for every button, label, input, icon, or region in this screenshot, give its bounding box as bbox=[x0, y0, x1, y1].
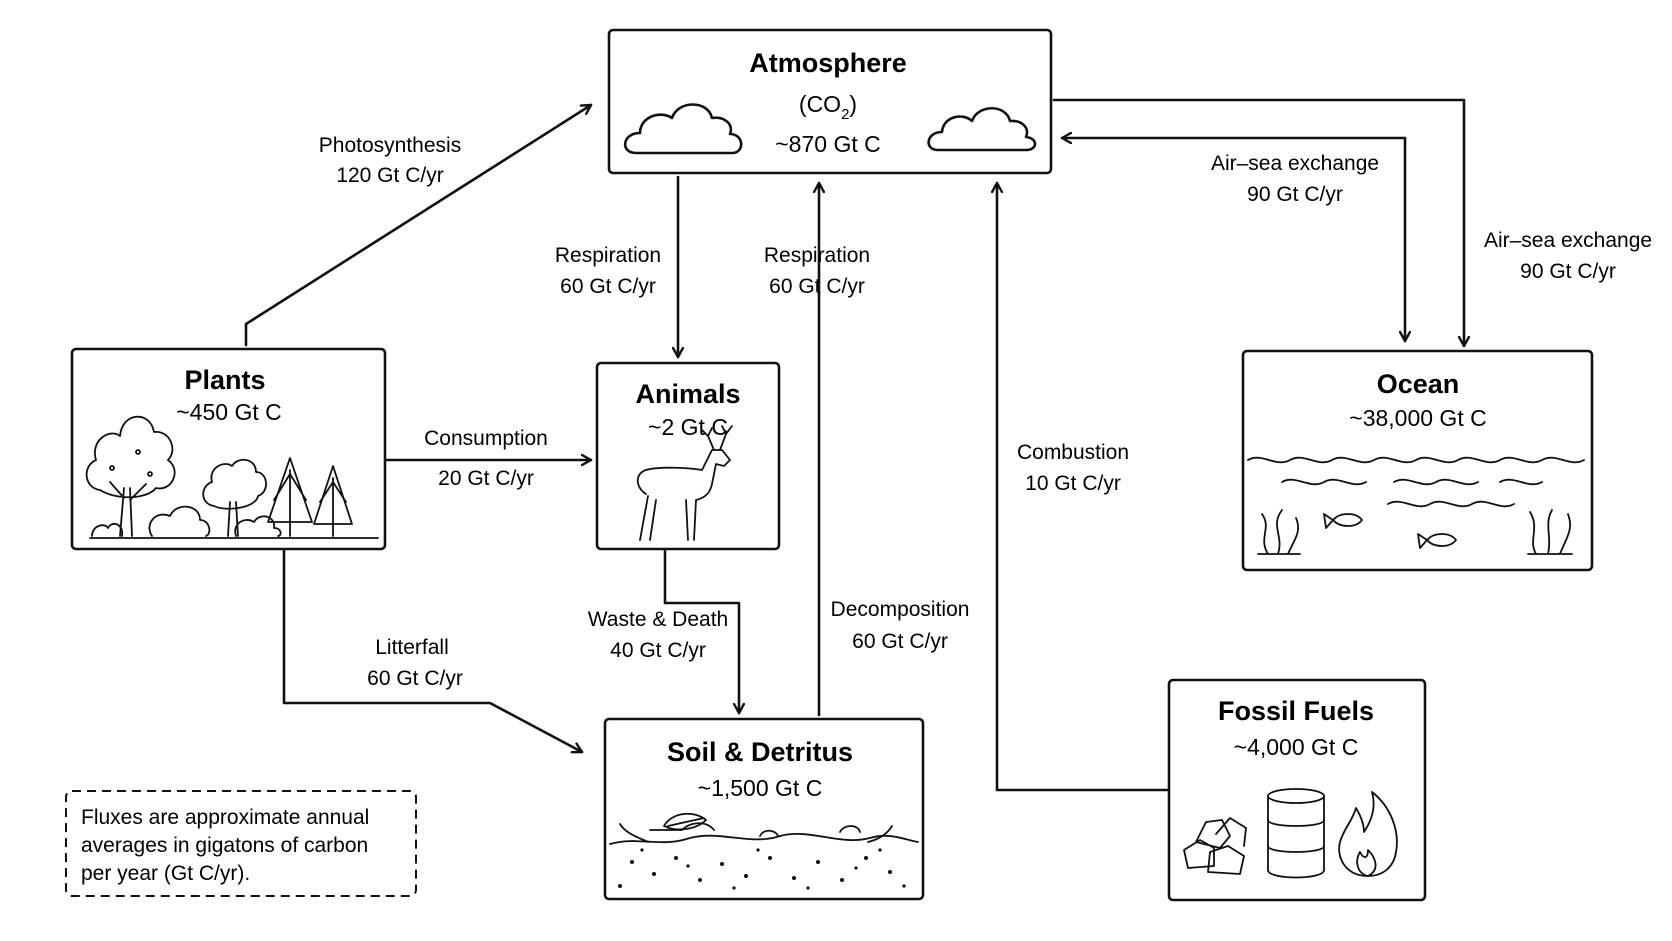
deer-icon bbox=[636, 425, 733, 541]
waves-icon bbox=[1247, 456, 1585, 508]
note-line-1: Fluxes are approximate annual bbox=[81, 806, 369, 829]
consumption-value: 20 Gt C/yr bbox=[438, 467, 534, 490]
litterfall-value: 60 Gt C/yr bbox=[367, 667, 463, 690]
litterfall-label: Litterfall bbox=[375, 636, 449, 659]
atmosphere-title: Atmosphere bbox=[749, 48, 907, 78]
cloud-icon bbox=[927, 106, 1037, 152]
consumption-label: Consumption bbox=[424, 427, 548, 450]
ocean-amount: ~38,000 Gt C bbox=[1349, 405, 1486, 431]
photosynthesis-value: 120 Gt C/yr bbox=[336, 164, 443, 187]
air-sea-exchange-out-arrow bbox=[1052, 98, 1464, 348]
combustion-value: 10 Gt C/yr bbox=[1025, 472, 1121, 495]
air-sea-exchange-in-label: Air–sea exchange bbox=[1211, 152, 1379, 175]
combustion-label: Combustion bbox=[1017, 441, 1129, 464]
decomposition-label: Decomposition bbox=[831, 598, 970, 621]
fossil-fuels-box: Fossil Fuels ~4,000 Gt C bbox=[1167, 678, 1427, 902]
soil-detritus-title: Soil & Detritus bbox=[667, 737, 853, 767]
seaweed-icon bbox=[1257, 509, 1301, 555]
soil-detritus-amount: ~1,500 Gt C bbox=[698, 775, 823, 801]
litterfall-arrow bbox=[282, 548, 584, 752]
animals-amount: ~2 Gt C bbox=[648, 414, 728, 440]
flux-labels: Photosynthesis 120 Gt C/yr Respiration 6… bbox=[319, 134, 1652, 690]
fossil-fuels-amount: ~4,000 Gt C bbox=[1234, 734, 1359, 760]
note-line-2: averages in gigatons of carbon bbox=[81, 834, 368, 857]
plants-title: Plants bbox=[184, 365, 265, 395]
waste-death-arrow bbox=[663, 549, 739, 715]
flux-arrows bbox=[244, 98, 1464, 792]
plants-box: Plants ~450 Gt C bbox=[70, 347, 387, 551]
air-sea-exchange-in-value: 90 Gt C/yr bbox=[1247, 183, 1343, 206]
photosynthesis-arrow bbox=[244, 103, 593, 347]
cloud-icon bbox=[623, 103, 743, 155]
respiration-animals-value: 60 Gt C/yr bbox=[560, 275, 656, 298]
plants-amount: ~450 Gt C bbox=[176, 399, 281, 425]
animals-title: Animals bbox=[635, 379, 740, 409]
ocean-title: Ocean bbox=[1377, 369, 1460, 399]
respiration-soil-label: Respiration bbox=[764, 244, 870, 267]
combustion-arrow bbox=[997, 181, 1171, 792]
fossil-fuels-title: Fossil Fuels bbox=[1218, 696, 1374, 726]
respiration-soil-value: 60 Gt C/yr bbox=[769, 275, 865, 298]
respiration-animals-label: Respiration bbox=[555, 244, 661, 267]
photosynthesis-label: Photosynthesis bbox=[319, 134, 461, 157]
soil-icon bbox=[609, 812, 919, 890]
ocean-box: Ocean ~38,000 Gt C bbox=[1241, 349, 1594, 572]
air-sea-exchange-out-label: Air–sea exchange bbox=[1484, 229, 1652, 252]
animals-box: Animals ~2 Gt C bbox=[595, 361, 781, 551]
note-box: Fluxes are approximate annual averages i… bbox=[65, 790, 417, 897]
note-line-3: per year (Gt C/yr). bbox=[81, 862, 250, 885]
forest-icon bbox=[85, 415, 379, 539]
atmosphere-formula: (CO2) bbox=[799, 91, 857, 123]
waste-death-label: Waste & Death bbox=[588, 608, 728, 631]
seaweed-icon bbox=[1527, 509, 1573, 555]
air-sea-exchange-out-value: 90 Gt C/yr bbox=[1520, 260, 1616, 283]
soil-detritus-box: Soil & Detritus ~1,500 Gt C bbox=[603, 717, 925, 901]
waste-death-value: 40 Gt C/yr bbox=[610, 639, 706, 662]
atmosphere-amount: ~870 Gt C bbox=[775, 131, 880, 157]
fish-icon bbox=[1417, 533, 1457, 549]
coal-icon bbox=[1183, 817, 1247, 875]
oil-barrel-icon bbox=[1267, 788, 1325, 879]
atmosphere-box: Atmosphere (CO2) ~870 Gt C bbox=[607, 28, 1053, 175]
decomposition-value: 60 Gt C/yr bbox=[852, 630, 948, 653]
flame-icon bbox=[1338, 791, 1398, 877]
fish-icon bbox=[1323, 513, 1363, 529]
